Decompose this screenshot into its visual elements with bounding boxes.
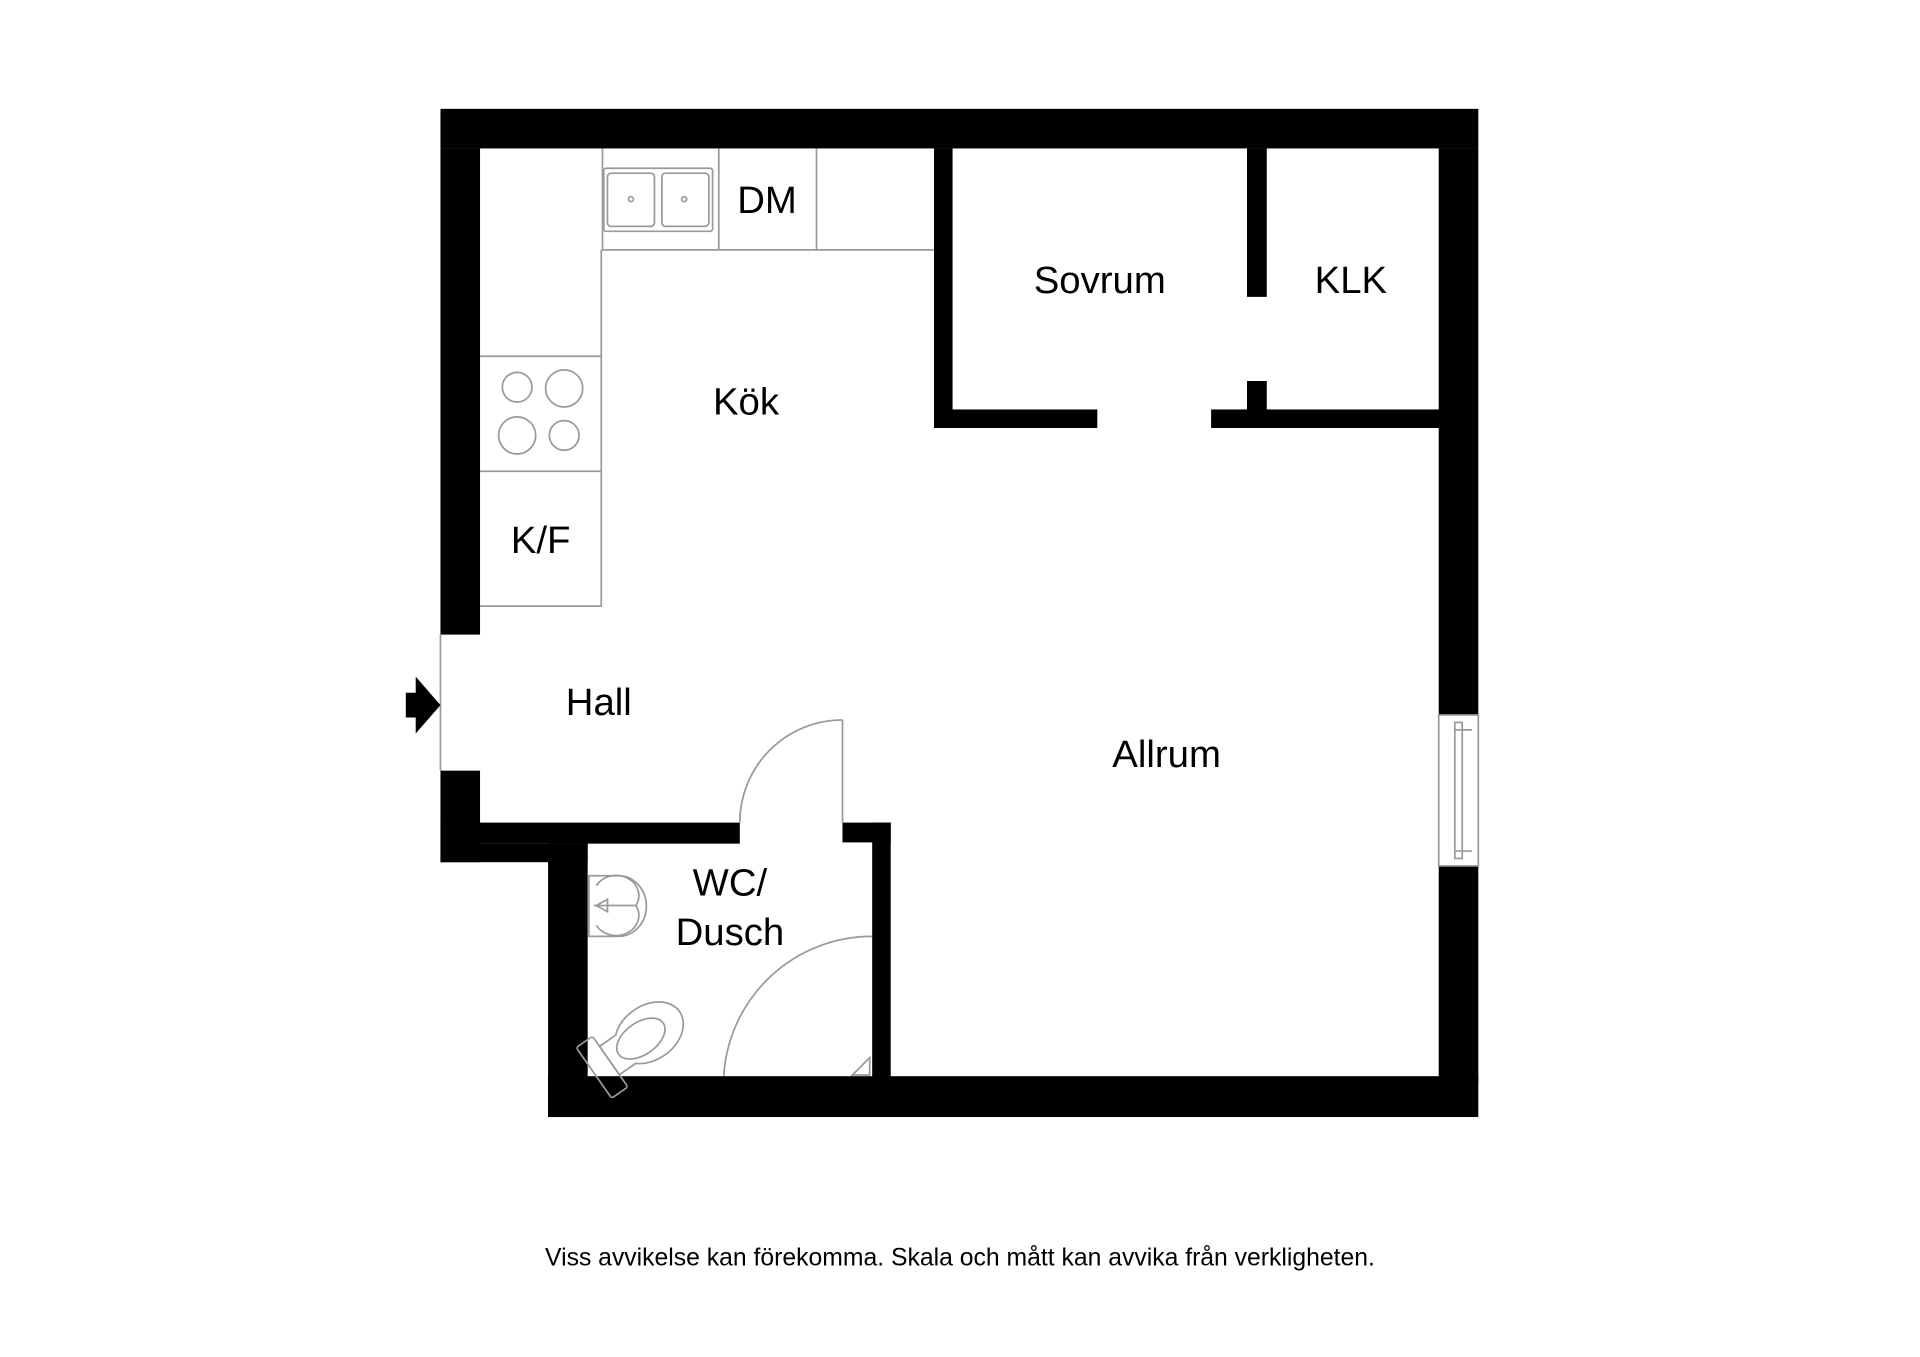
room-label-bedroom: Sovrum	[1034, 259, 1166, 302]
wall-right-lower	[1438, 865, 1479, 1083]
wall-left-upper	[440, 148, 481, 635]
wall-hall-bottom	[440, 822, 740, 844]
wall-bottom	[548, 1076, 1479, 1118]
sink-icon	[602, 167, 714, 233]
entrance-arrow-icon	[405, 634, 442, 771]
room-label-bathroom-line1: WC/	[693, 862, 768, 905]
wall-bedroom-bottom-right	[1211, 409, 1459, 429]
window	[1437, 714, 1480, 867]
disclaimer-text: Viss avvikelse kan förekomma. Skala och …	[545, 1244, 1375, 1271]
stove-icon	[497, 369, 584, 455]
wall-closet-upper	[1246, 148, 1267, 297]
toilet-icon	[576, 1001, 685, 1099]
room-label-hall: Hall	[566, 681, 632, 724]
wc-door	[738, 719, 844, 823]
room-label-kitchen: Kök	[713, 380, 780, 423]
room-label-living: Allrum	[1112, 733, 1221, 776]
shower-screen	[722, 935, 873, 1077]
room-label-closet: KLK	[1315, 259, 1388, 302]
room-label-bathroom-line2: Dusch	[676, 911, 785, 954]
wall-top	[440, 108, 1479, 149]
wall-right-upper	[1438, 148, 1479, 715]
washbasin-icon	[588, 874, 648, 938]
walls	[440, 108, 1479, 1118]
wall-closet-lower	[1246, 380, 1267, 412]
fridge-freezer-label: K/F	[511, 519, 571, 562]
wall-wc-left	[548, 843, 588, 1118]
wall-bedroom-left	[934, 148, 953, 429]
wall-bedroom-bottom-left	[934, 409, 1098, 429]
dishwasher-label: DM	[737, 179, 797, 222]
wall-wc-right	[872, 822, 891, 1083]
kitchen-counters	[480, 148, 935, 608]
